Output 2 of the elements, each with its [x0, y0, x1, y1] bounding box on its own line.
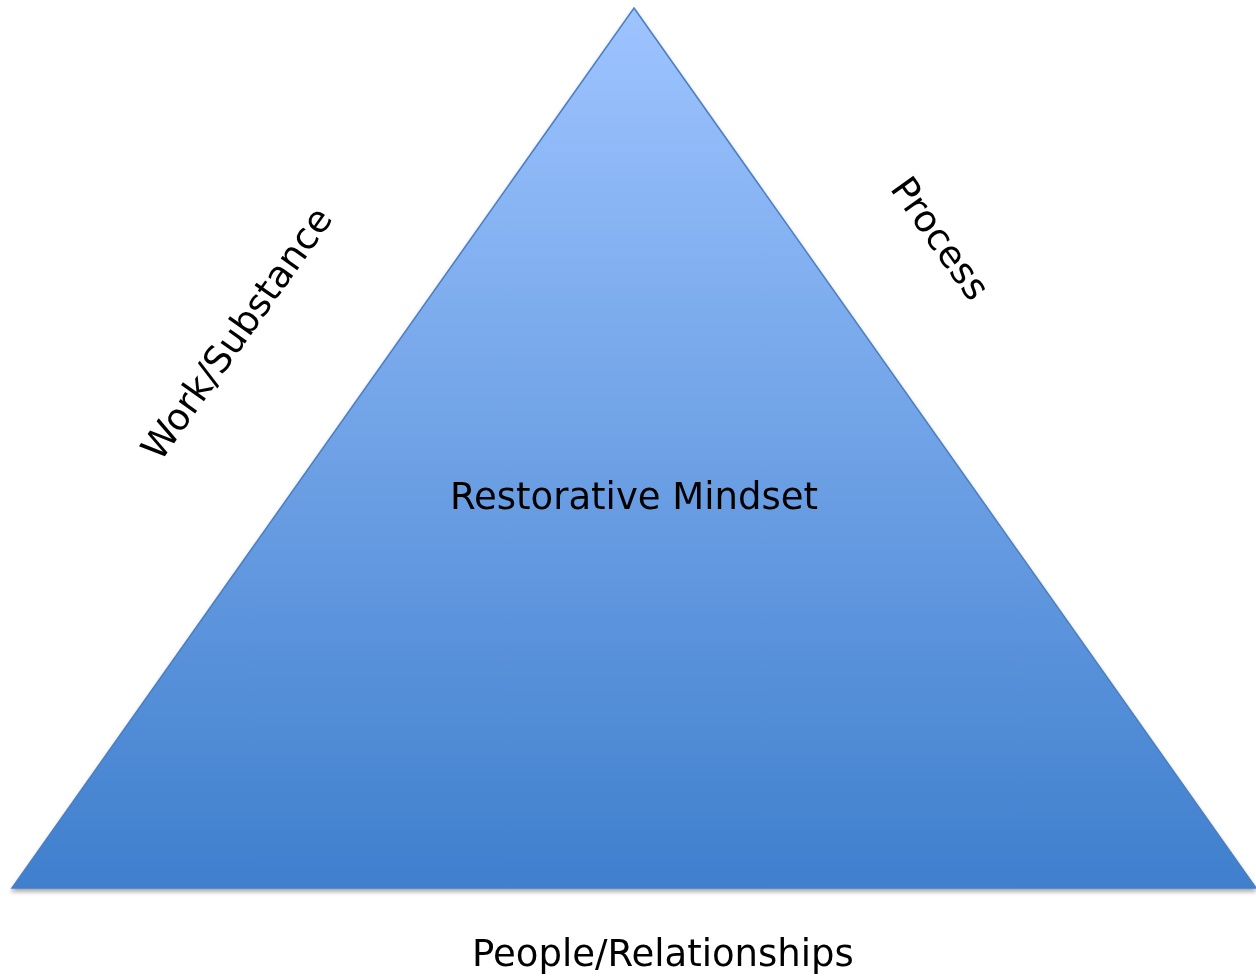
base-label: People/Relationships	[472, 931, 854, 975]
triangle-label: Restorative Mindset	[450, 474, 818, 518]
